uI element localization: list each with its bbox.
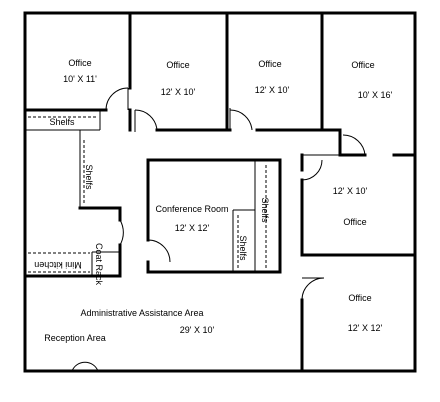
reception-area-label: Reception Area <box>44 333 106 343</box>
conference-room-label: Conference Room <box>155 204 228 214</box>
outer-wall <box>23 11 417 373</box>
admin-area-label: Administrative Assistance Area <box>80 308 203 318</box>
mini-kitchen-label: Mini kitchen <box>34 260 82 270</box>
door-office4[interactable] <box>342 134 366 156</box>
door-office6[interactable] <box>301 277 325 301</box>
office-5-size: 12' X 10' <box>333 186 368 196</box>
door-office3[interactable] <box>229 109 253 131</box>
shelfs-conference-inner-label: Shelfs <box>238 235 248 261</box>
door-conference[interactable] <box>147 239 171 263</box>
office-5-label: Office <box>343 217 366 227</box>
door-kitchen[interactable] <box>119 219 124 246</box>
door-office1[interactable] <box>105 87 129 111</box>
office-3-label: Office <box>258 59 281 69</box>
office-1-label: Office <box>68 58 91 68</box>
admin-area-size: 29' X 10' <box>180 325 215 335</box>
office-4-size: 10' X 16' <box>358 90 393 100</box>
conference-room-size: 12' X 12' <box>175 223 210 233</box>
office-2-label: Office <box>166 60 189 70</box>
office-3-size: 12' X 10' <box>255 85 290 95</box>
coat-rack-label: Coat Rack <box>94 243 104 286</box>
shelfs-conference-right-label: Shelfs <box>260 197 270 223</box>
door-office2[interactable] <box>134 109 158 131</box>
shelfs-left-label: Shelfs <box>84 164 94 190</box>
door-entrance[interactable] <box>71 361 99 372</box>
shelfs-top-label: Shelfs <box>49 117 75 127</box>
office-1-size: 10' X 11' <box>63 74 97 84</box>
office-2-size: 12' X 10' <box>161 87 196 97</box>
office-4-label: Office <box>351 60 374 70</box>
door-office5[interactable] <box>301 159 323 181</box>
office-6-label: Office <box>348 293 371 303</box>
office-6-size: 12' X 12' <box>348 323 383 333</box>
